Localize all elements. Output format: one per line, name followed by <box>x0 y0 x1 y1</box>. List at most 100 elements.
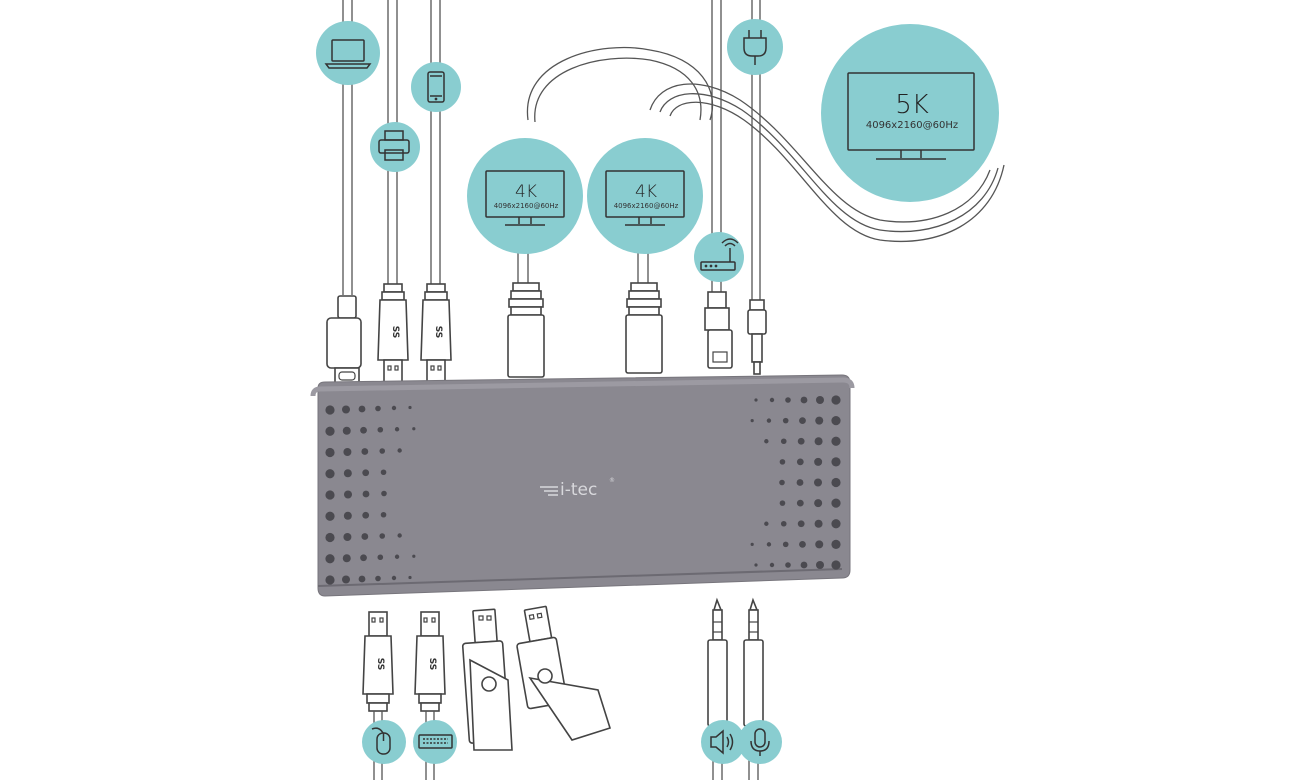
logo-text: i-tec <box>560 480 597 500</box>
vent-hole <box>754 398 758 402</box>
vent-hole <box>782 541 789 548</box>
monitor-icon <box>847 72 975 160</box>
vent-hole <box>750 542 754 546</box>
vent-hole <box>358 405 366 413</box>
usb-a-connector-phone: SS <box>420 283 452 386</box>
vent-hole <box>797 437 805 445</box>
vent-hole <box>377 554 384 561</box>
vent-hole <box>785 397 791 403</box>
vent-hole <box>816 561 824 569</box>
vent-hole <box>342 405 350 414</box>
microphone-bubble <box>738 720 782 764</box>
vent-hole <box>408 575 412 580</box>
vent-hole <box>381 490 387 497</box>
vent-hole <box>831 519 841 529</box>
usb-flash-drive-1 <box>461 608 513 751</box>
usb-superspeed-mark: SS <box>427 658 437 671</box>
vent-hole <box>362 511 370 519</box>
vent-hole <box>412 554 416 558</box>
vent-hole <box>796 499 804 507</box>
vent-hole <box>785 562 791 568</box>
smartphone-bubble <box>411 62 461 112</box>
mouse-bubble <box>362 720 406 764</box>
vent-holes-left <box>325 405 416 585</box>
vent-hole <box>379 533 386 539</box>
vent-hole <box>343 448 352 456</box>
vent-hole <box>375 405 381 412</box>
vent-hole <box>342 426 351 435</box>
vent-hole <box>343 469 352 478</box>
monitor-3-resolution-class: 5K <box>895 90 929 120</box>
vent-hole <box>394 554 400 559</box>
vent-hole <box>325 426 335 436</box>
vent-hole <box>797 520 805 528</box>
vent-hole <box>814 437 823 446</box>
vent-hole <box>831 477 841 488</box>
vent-hole <box>342 554 351 563</box>
vent-hole <box>412 427 416 431</box>
vent-hole <box>764 521 769 526</box>
audio-jack-speaker <box>707 597 728 780</box>
vent-hole <box>325 469 335 479</box>
vent-hole <box>750 419 754 423</box>
vent-hole <box>325 532 335 543</box>
vent-hole <box>779 459 786 465</box>
monitor-4k-bubble-1: 4K 4096x2160@60Hz <box>467 138 583 254</box>
printer-icon <box>378 130 410 161</box>
usb-superspeed-mark: SS <box>433 326 443 339</box>
vent-hole <box>779 479 785 486</box>
vent-hole <box>814 519 823 528</box>
dc-power-connector <box>747 299 767 375</box>
monitor-1-resolution-class: 4K <box>515 182 537 202</box>
monitor-3-spec: 4096x2160@60Hz <box>866 120 958 131</box>
vent-hole <box>814 457 823 466</box>
vent-hole <box>391 575 397 581</box>
vent-hole <box>379 448 386 454</box>
vent-hole <box>394 427 400 432</box>
vent-hole <box>391 405 397 411</box>
vent-hole <box>831 436 841 446</box>
vent-hole <box>397 448 402 453</box>
vent-hole <box>325 447 335 458</box>
monitor-icon <box>485 170 565 226</box>
mouse-icon <box>371 727 391 755</box>
router-icon <box>700 238 739 271</box>
vent-hole <box>799 417 806 425</box>
logo-registered: ® <box>609 477 615 484</box>
vent-hole <box>343 533 352 541</box>
vent-hole <box>397 533 402 538</box>
vent-hole <box>800 561 808 569</box>
vent-hole <box>780 520 787 527</box>
usb-a-connector-printer: SS <box>377 283 409 386</box>
vent-hole <box>360 554 367 562</box>
vent-hole <box>325 511 335 521</box>
usb-c-connector <box>326 295 362 385</box>
printer-bubble <box>370 122 420 172</box>
vent-hole <box>769 562 775 568</box>
monitor-2-spec: 4096x2160@60Hz <box>614 202 679 210</box>
power-bubble <box>727 19 783 75</box>
vent-hole <box>831 498 841 508</box>
vent-hole <box>815 416 824 425</box>
speaker-bubble <box>701 720 745 764</box>
vent-hole <box>800 396 808 404</box>
vent-hole <box>754 563 758 567</box>
vent-hole <box>780 438 787 445</box>
vent-holes-right <box>750 395 841 570</box>
speaker-icon <box>710 729 734 755</box>
vent-hole <box>380 511 387 518</box>
vent-hole <box>358 575 366 583</box>
vent-hole <box>815 540 824 549</box>
vent-hole <box>325 490 335 500</box>
vent-hole <box>831 539 841 549</box>
monitor-1-spec: 4096x2160@60Hz <box>494 202 559 210</box>
vent-hole <box>325 405 335 415</box>
vent-hole <box>361 533 369 540</box>
vent-hole <box>361 448 369 455</box>
i-tec-logo: i-tec ® <box>540 477 615 500</box>
vent-hole <box>831 560 841 570</box>
ethernet-connector <box>704 291 733 369</box>
vent-hole <box>831 457 841 467</box>
